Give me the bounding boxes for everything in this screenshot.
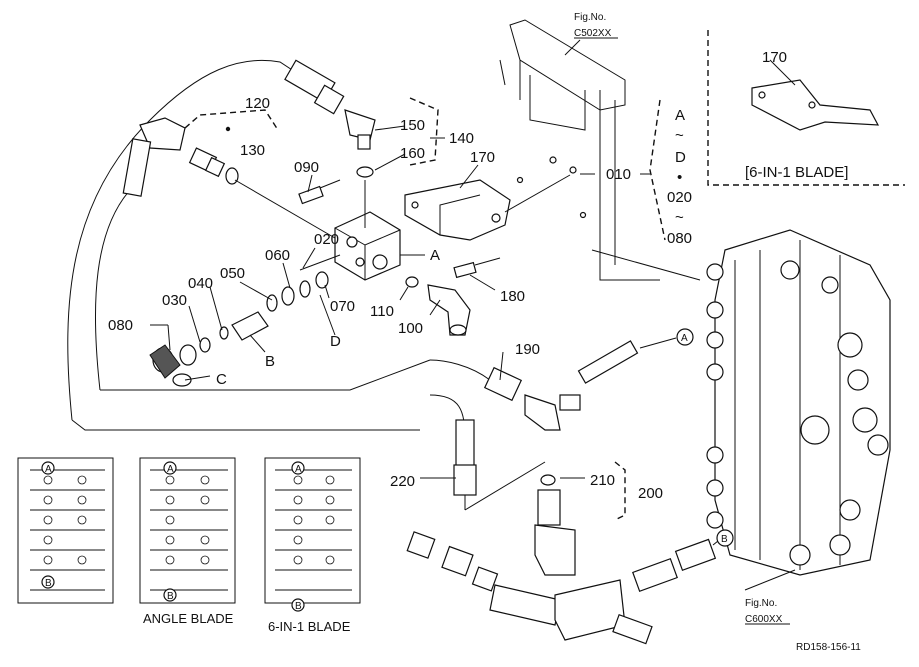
fitting-120-130	[184, 109, 336, 239]
schematic-standard	[17, 457, 114, 604]
part-120-label: 120	[245, 95, 270, 112]
svg-text:A: A	[167, 464, 174, 475]
part-080-range-label: 080	[667, 230, 692, 247]
tube-220	[429, 394, 477, 510]
control-valve-c600	[706, 229, 891, 576]
inset-title: [6-IN-1 BLADE]	[745, 164, 848, 181]
range-A: A	[675, 107, 685, 124]
inset-6in1-blade	[707, 30, 905, 186]
range-D: D	[675, 149, 686, 166]
range-tilde-1: ~	[675, 127, 684, 144]
hose-assembly-top	[67, 59, 431, 431]
bracket-170	[404, 174, 571, 279]
svg-text:Fig.No.: Fig.No.	[745, 598, 777, 609]
leader-lines	[150, 39, 796, 591]
part-210-label: 210	[590, 472, 615, 489]
svg-text:C502XX: C502XX	[574, 28, 612, 39]
valve-block	[334, 180, 425, 281]
svg-text:B: B	[295, 601, 302, 612]
part-160-label: 160	[400, 145, 425, 162]
frame-c502	[499, 19, 701, 281]
svg-text:B: B	[721, 534, 728, 545]
svg-text:A: A	[45, 464, 52, 475]
part-100-label: 100	[398, 320, 423, 337]
svg-text:A: A	[681, 333, 688, 344]
part-140-label: 140	[449, 130, 474, 147]
valve-ports	[706, 260, 889, 566]
ref-B-label: B	[265, 353, 275, 370]
ref-C-label: C	[216, 371, 227, 388]
part-150-label: 150	[400, 117, 425, 134]
part-110-label: 110	[370, 303, 394, 320]
part-010-label: 010	[606, 166, 631, 183]
fig-ref-c502: Fig.No. C502XX	[574, 12, 618, 39]
svg-text:B: B	[45, 578, 52, 589]
part-130-label: 130	[240, 142, 265, 159]
fitting-100-110-180	[405, 276, 471, 336]
part-190-label: 190	[515, 341, 540, 358]
part-080-label: 080	[108, 317, 133, 334]
part-020-label: 020	[314, 231, 339, 248]
bolt-090	[298, 179, 341, 205]
ref-A-label: A	[430, 247, 440, 264]
schematic-6in1-blade	[264, 457, 361, 612]
schematic-angle-blade	[139, 457, 236, 604]
part-060-label: 060	[265, 247, 290, 264]
circle-ref-B: B	[716, 529, 734, 547]
lower-fitting-assembly	[406, 461, 719, 645]
tube-190	[429, 337, 677, 431]
circle-ref-A: A	[676, 328, 694, 346]
fig-ref-c600: Fig.No. C600XX	[745, 598, 790, 625]
inset-part-170-label: 170	[762, 49, 787, 66]
svg-text:C600XX: C600XX	[745, 614, 783, 625]
schematic-labels: A B A B A B	[45, 464, 302, 612]
part-030-label: 030	[162, 292, 187, 309]
svg-text:B: B	[167, 591, 174, 602]
part-170-label: 170	[470, 149, 495, 166]
part-090-label: 090	[294, 159, 319, 176]
svg-text:A: A	[295, 464, 302, 475]
part-180-label: 180	[500, 288, 525, 305]
part-200-label: 200	[638, 485, 663, 502]
range-tilde-2: ~	[675, 209, 684, 226]
svg-text:Fig.No.: Fig.No.	[574, 12, 606, 23]
part-040-label: 040	[188, 275, 213, 292]
range-dot: •	[677, 169, 682, 186]
part-070-label: 070	[330, 298, 355, 315]
ref-D-label: D	[330, 333, 341, 350]
part-220-label: 220	[390, 473, 415, 490]
caption-6in1-blade: 6-IN-1 BLADE	[268, 619, 351, 634]
dashed-brackets	[409, 97, 666, 521]
part-050-label: 050	[220, 265, 245, 282]
part-020-range-label: 020	[667, 189, 692, 206]
caption-angle-blade: ANGLE BLADE	[143, 611, 234, 626]
document-id: RD158-156-11	[796, 642, 861, 653]
